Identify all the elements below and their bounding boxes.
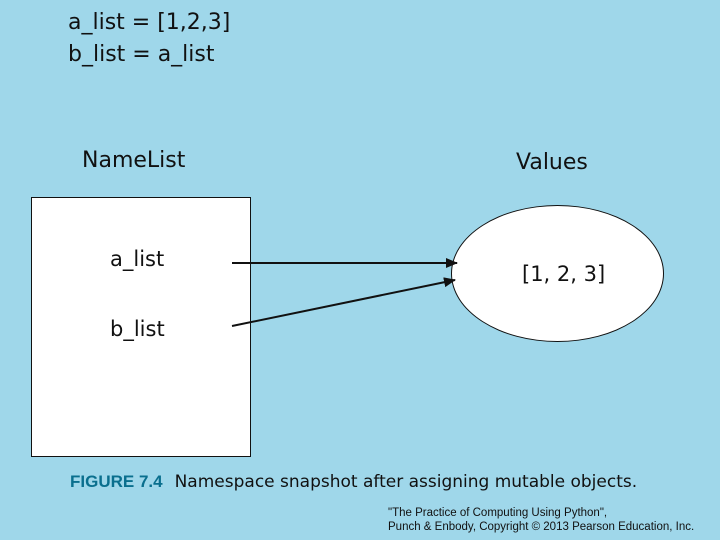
name-b-list: b_list (110, 317, 165, 341)
figure-caption-text: Namespace snapshot after assigning mutab… (174, 472, 638, 492)
credit-line-1: "The Practice of Computing Using Python"… (388, 507, 608, 519)
namelist-box (31, 197, 251, 457)
name-a-list: a_list (110, 247, 165, 271)
values-heading: Values (516, 150, 588, 175)
value-object-text: [1, 2, 3] (522, 262, 606, 286)
credit-line-2: Punch & Enbody, Copyright © 2013 Pearson… (388, 521, 695, 533)
figure-caption: FIGURE 7.4 Namespace snapshot after assig… (70, 471, 637, 493)
copyright-credit: "The Practice of Computing Using Python"… (388, 506, 694, 534)
code-line-2: b_list = a_list (68, 42, 215, 67)
namelist-heading: NameList (82, 148, 186, 173)
value-object-ellipse (451, 205, 664, 342)
code-line-1: a_list = [1,2,3] (68, 10, 231, 35)
figure-number: FIGURE 7.4 (70, 472, 163, 491)
arrow-b-list (231, 277, 456, 327)
